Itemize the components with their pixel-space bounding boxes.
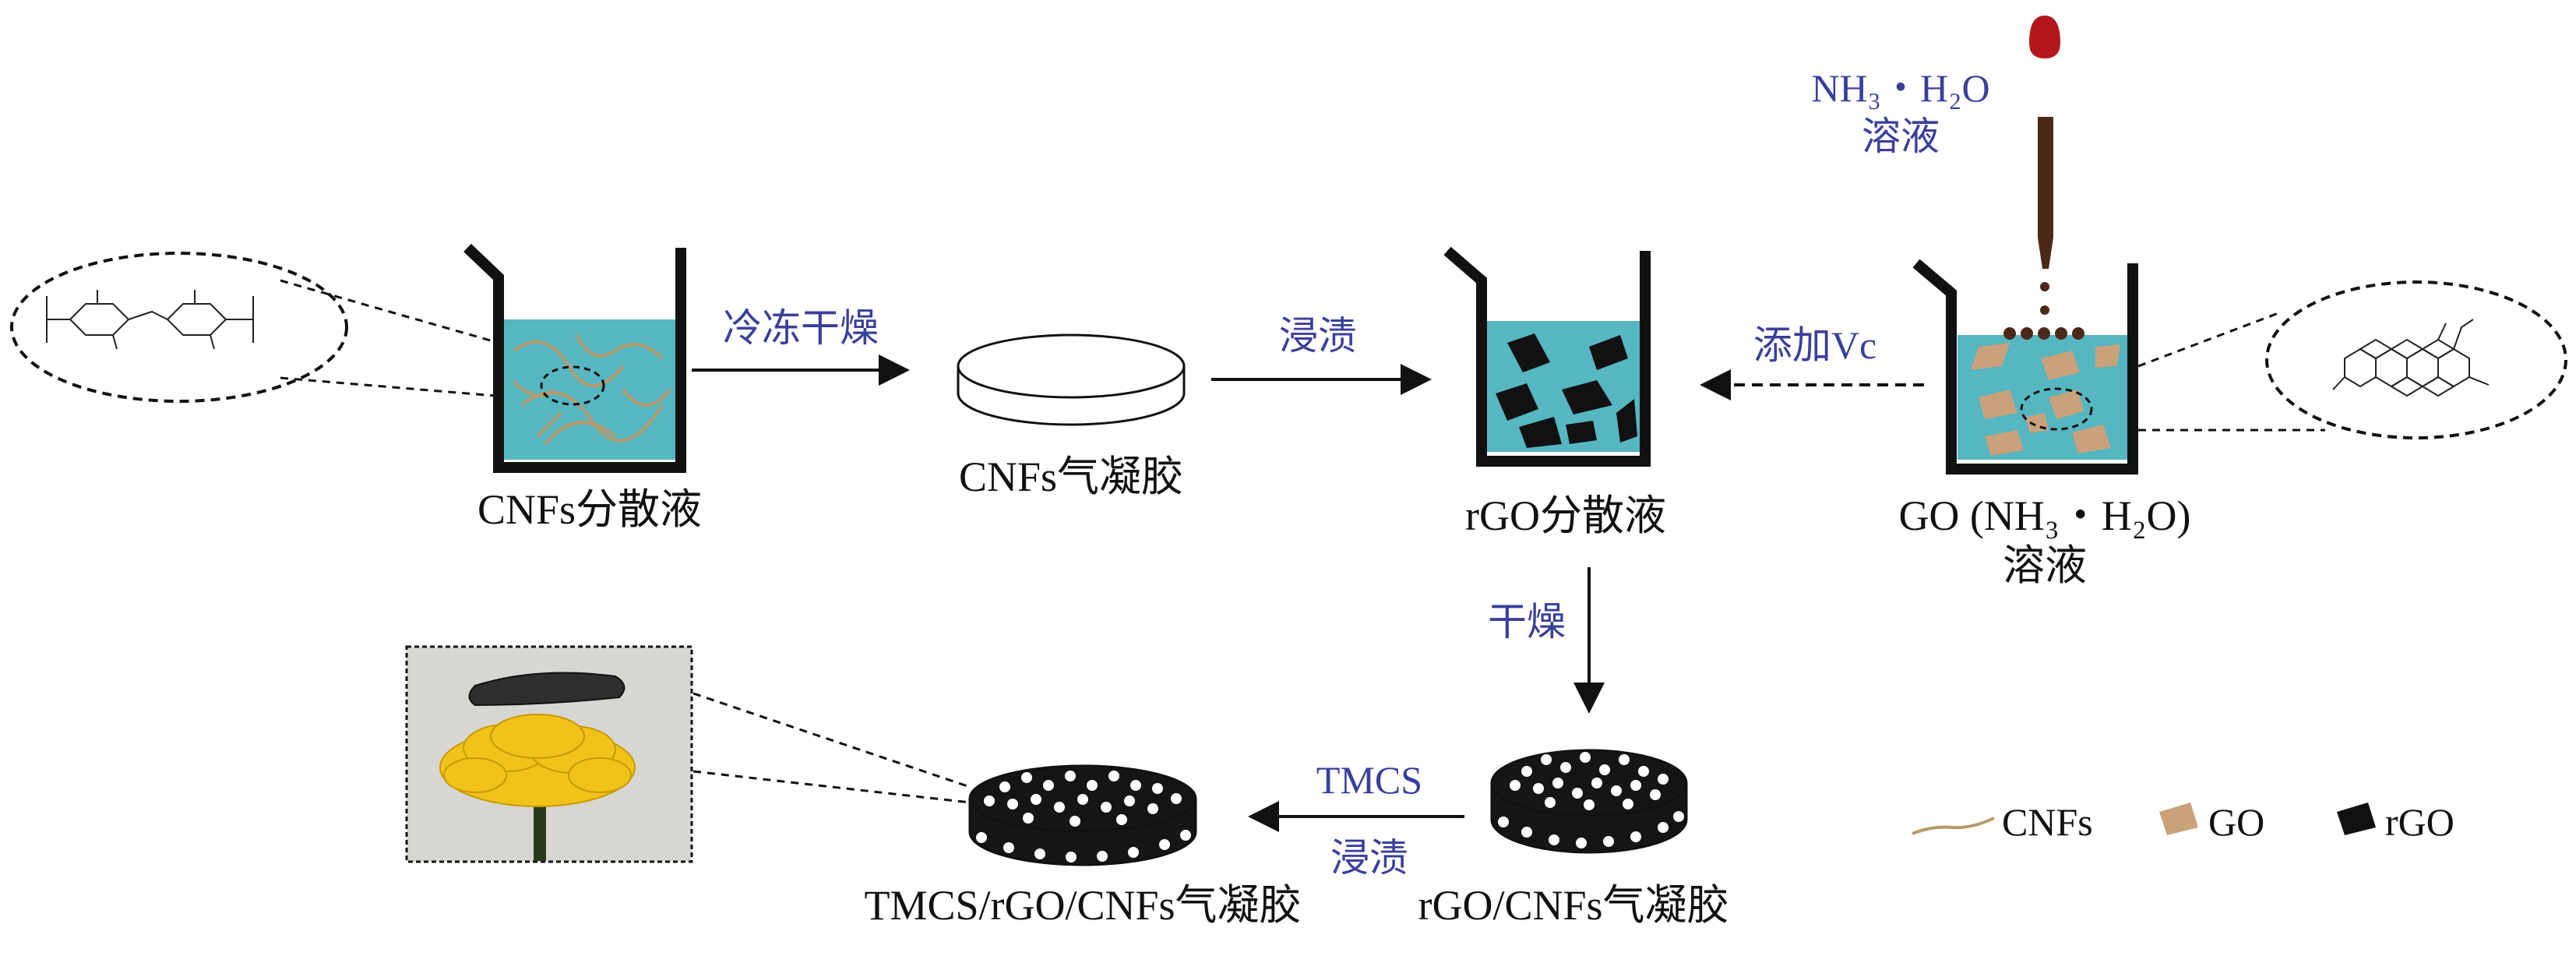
label-tmcs-aerogel: TMCS/rGO/CNFs气凝胶 (864, 882, 1301, 929)
rgo-flakes-icon (1496, 333, 1637, 448)
rgo-cnfs-aerogel-disk (1490, 749, 1688, 854)
label-cnfs-aerogel: CNFs气凝胶 (959, 453, 1183, 500)
zoom-line (2137, 310, 2283, 368)
legend: CNFs GO rGO (1912, 800, 2454, 844)
beaker-go-solution (1912, 259, 2138, 474)
zoom-line (280, 279, 499, 344)
dropper-icon (2029, 16, 2060, 315)
step-impregnate: 浸渍 (1279, 314, 1357, 358)
tmcs-rgo-cnfs-aerogel-disk (968, 764, 1197, 866)
beaker-rgo-dispersion (1443, 246, 1651, 467)
step-freeze-dry: 冷冻干燥 (723, 306, 879, 350)
graphene-oxide-molecule-icon (2332, 319, 2490, 397)
step-tmcs-line1: TMCS (1316, 758, 1422, 802)
fiber-icon (1912, 817, 1995, 835)
go-flake-icon (2159, 802, 2198, 835)
go-structure-zoom (2265, 280, 2567, 439)
label-go-solution-line2: 溶液 (2003, 542, 2087, 589)
label-dropper-line1: NH₃・H₂O (1811, 66, 1989, 110)
zoom-line (280, 376, 515, 399)
label-go-solution-line1: GO (NH₃・H₂O) (1898, 492, 2190, 539)
label-rgo-cnfs-aerogel: rGO/CNFs气凝胶 (1418, 882, 1728, 929)
step-add-vc: 添加Vc (1753, 323, 1876, 367)
legend-label-cnfs: CNFs (2002, 800, 2093, 844)
go-flakes-icon (1971, 343, 2120, 456)
zoom-line (692, 692, 971, 788)
pore-dots (1498, 752, 1684, 848)
go-drops-icon (2003, 327, 2084, 340)
pore-dots (976, 771, 1191, 862)
legend-label-rgo: rGO (2385, 800, 2454, 844)
step-dry: 干燥 (1488, 600, 1566, 644)
aerogel-sample-icon (468, 672, 625, 707)
zoom-line (692, 770, 971, 804)
aerogel-on-flower-photo (405, 645, 693, 863)
label-dropper-line2: 溶液 (1862, 115, 1940, 158)
cellulose-structure-zoom (10, 252, 348, 403)
cnfs-aerogel-disk (957, 333, 1186, 426)
label-rgo-dispersion: rGO分散液 (1465, 492, 1666, 539)
step-tmcs-line2: 浸渍 (1330, 836, 1408, 880)
cellulose-molecule-icon (46, 290, 254, 350)
rgo-flake-icon (2337, 802, 2376, 835)
label-cnfs-dispersion: CNFs分散液 (477, 486, 702, 533)
legend-label-go: GO (2208, 800, 2264, 844)
beaker-cnfs-dispersion (463, 243, 686, 473)
flower-icon (439, 714, 636, 807)
